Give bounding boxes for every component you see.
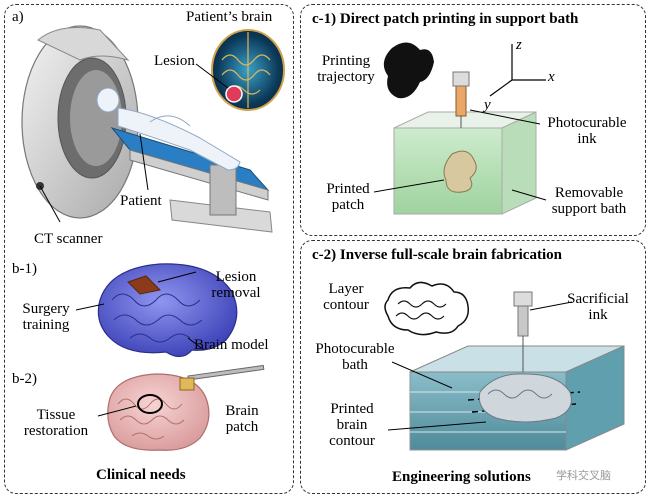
patients-brain-label: Patient’s brain — [186, 9, 273, 25]
brain-patch-illustration — [97, 364, 265, 451]
surgery-training-label: Surgery training — [14, 301, 78, 334]
axis-y-label: y — [484, 97, 491, 113]
layer-contour-line2: contour — [323, 296, 369, 313]
patch-printing-illustration — [373, 42, 547, 215]
printing-trajectory-line2: trajectory — [317, 68, 375, 85]
brain-patch-line2: patch — [225, 418, 259, 435]
tissue-restoration-line1: Tissue — [36, 407, 76, 423]
patient-leader — [139, 133, 149, 191]
patient-illustration — [96, 87, 241, 171]
lesion-label: Lesion — [154, 53, 195, 69]
photocurable-bath-label: Photocurable bath — [304, 341, 406, 374]
lesion-removal-label: Lesion removal — [196, 269, 276, 302]
photocurable-ink-label: Photocurable ink — [536, 115, 638, 148]
brain-model-label: Brain model — [194, 337, 269, 353]
photocurable-ink-line2: ink — [577, 130, 597, 147]
removable-support-label: Removable support bath — [538, 185, 640, 218]
sacrificial-ink-label: Sacrificial ink — [558, 291, 638, 324]
sacrificial-ink-line1: Sacrificial — [567, 291, 629, 307]
brain-model-illustration — [75, 263, 238, 358]
patient-label: Patient — [120, 193, 162, 209]
panel-c2-title: c-2) Inverse full-scale brain fabricatio… — [312, 247, 562, 263]
photocurable-ink-line1: Photocurable — [547, 115, 627, 131]
panel-b2-tag: b-2) — [12, 371, 37, 387]
patch-printing-panel — [300, 4, 646, 236]
printed-brain-line2: brain — [336, 416, 368, 433]
clinical-needs-panel — [4, 4, 294, 494]
removable-support-line2: support bath — [551, 200, 627, 217]
printed-patch-line1: Printed — [326, 181, 370, 197]
photocurable-bath-line2: bath — [342, 356, 368, 373]
brain-fabrication-panel — [300, 240, 646, 494]
layer-contour-line1: Layer — [328, 281, 364, 297]
brain-patch-label: Brain patch — [212, 403, 272, 436]
layer-contour-label: Layer contour — [316, 281, 376, 314]
printed-brain-contour-label: Printed brain contour — [316, 401, 388, 449]
brain-fabrication-illustration — [384, 281, 625, 451]
clinical-needs-caption: Clinical needs — [96, 467, 186, 483]
ct-scanner-label: CT scanner — [34, 231, 103, 247]
printed-brain-line1: Printed — [330, 401, 374, 417]
watermark-text: 学科交叉脑 — [556, 469, 611, 482]
axis-x-label: x — [548, 69, 555, 85]
lesion-removal-line1: Lesion — [215, 269, 257, 285]
ct-leader — [39, 185, 61, 223]
printed-patch-line2: patch — [331, 196, 365, 213]
photocurable-bath-line1: Photocurable — [315, 341, 395, 357]
tissue-restoration-label: Tissue restoration — [14, 407, 98, 440]
printed-patch-label: Printed patch — [318, 181, 378, 214]
surgery-training-line2: training — [22, 316, 70, 333]
brain-patch-line1: Brain — [225, 403, 259, 419]
sacrificial-ink-line2: ink — [588, 306, 608, 323]
surgery-training-line1: Surgery — [22, 301, 70, 317]
brain-scan-illustration — [195, 29, 285, 111]
axis-z-label: z — [516, 37, 522, 53]
engineering-solutions-caption: Engineering solutions — [392, 469, 531, 485]
panel-a-tag: a) — [12, 9, 24, 25]
lesion-removal-line2: removal — [211, 284, 261, 301]
panel-b1-tag: b-1) — [12, 261, 37, 277]
panel-c1-title: c-1) Direct patch printing in support ba… — [312, 11, 579, 27]
printing-trajectory-line1: Printing — [321, 53, 371, 69]
removable-support-line1: Removable — [554, 185, 624, 201]
printed-brain-line3: contour — [329, 432, 375, 449]
tissue-restoration-line2: restoration — [23, 422, 89, 439]
printing-trajectory-label: Printing trajectory — [304, 53, 388, 86]
